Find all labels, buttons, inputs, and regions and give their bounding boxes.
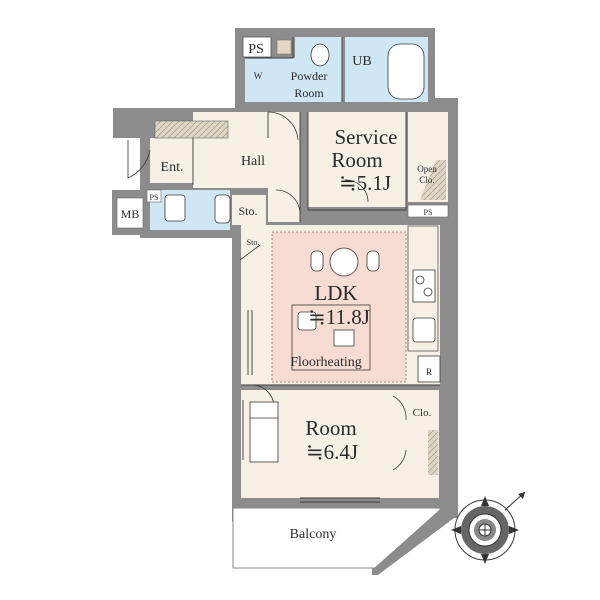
entrance-label: Ent. <box>161 160 184 175</box>
powder-room-label-2: Room <box>294 86 324 100</box>
compass-icon <box>451 491 526 564</box>
ps-small-label: PS <box>150 193 159 202</box>
service-room-size: ≒5.1J <box>339 171 391 195</box>
coffee-table-icon <box>333 329 355 347</box>
hall-door-arc <box>275 189 301 215</box>
interior-lines <box>192 37 440 503</box>
w-label: W <box>254 71 263 81</box>
cooktop-icon <box>412 269 436 303</box>
shoe-closet <box>154 120 229 139</box>
washbasin-icon <box>214 194 231 224</box>
service-door-arc <box>267 111 299 141</box>
dining-table-icon <box>329 247 359 277</box>
powder-room-label-1: Powder <box>291 69 328 83</box>
closet-hatch <box>428 430 438 475</box>
sofa-icon <box>291 304 371 371</box>
hall-storage-label: Sto. <box>238 204 257 218</box>
chair-icon <box>366 250 380 272</box>
fixtures <box>164 43 441 463</box>
bed-icon <box>249 401 279 463</box>
fridge-label: R <box>426 367 432 377</box>
bathtub-icon <box>387 43 425 100</box>
hall-floor <box>193 112 300 222</box>
ldk-storage-label: Sto. <box>247 238 260 247</box>
chair-icon <box>310 250 324 272</box>
service-inner-door <box>344 179 369 203</box>
ub-label: UB <box>352 54 371 69</box>
open-closet-label-2: Clo. <box>419 175 434 185</box>
fridge-icon <box>417 355 441 383</box>
entrance-door <box>127 140 151 179</box>
sto-door <box>239 244 261 261</box>
ps-right-label: PS <box>424 208 433 217</box>
room-label: Room <box>305 416 356 440</box>
service-room-label-1: Service <box>335 125 398 149</box>
closet-label: Clo. <box>413 407 432 419</box>
service-room-floor <box>308 112 406 207</box>
ldk-size: ≒11.8J <box>308 305 370 329</box>
ps-small-box <box>146 189 162 203</box>
open-closet-hatch <box>420 160 446 200</box>
room-size: ≒6.4J <box>306 440 358 464</box>
ldk-storage <box>241 228 263 258</box>
ps-right-box <box>407 204 449 218</box>
hall-storage-floor <box>232 195 266 225</box>
mb-box <box>116 197 144 229</box>
service-room-label-2: Room <box>331 148 382 172</box>
pipe-shaft-square <box>276 39 292 55</box>
hall-label: Hall <box>241 154 265 169</box>
wash-unit-icon <box>164 194 186 222</box>
balcony-label: Balcony <box>290 527 337 542</box>
entrance-floor <box>150 138 195 183</box>
ps-top-label: PS <box>248 42 264 57</box>
ps-top-box <box>242 36 272 58</box>
toilet-icon <box>310 43 330 67</box>
balcony-floor <box>232 507 441 569</box>
ldk-label: LDK <box>314 281 357 305</box>
floorheating-label: Floorheating <box>290 355 362 370</box>
mb-label: MB <box>121 207 140 221</box>
kitchen-sink-icon <box>412 317 436 343</box>
armchair-icon <box>297 311 317 331</box>
open-closet-label-1: Open <box>417 164 437 174</box>
